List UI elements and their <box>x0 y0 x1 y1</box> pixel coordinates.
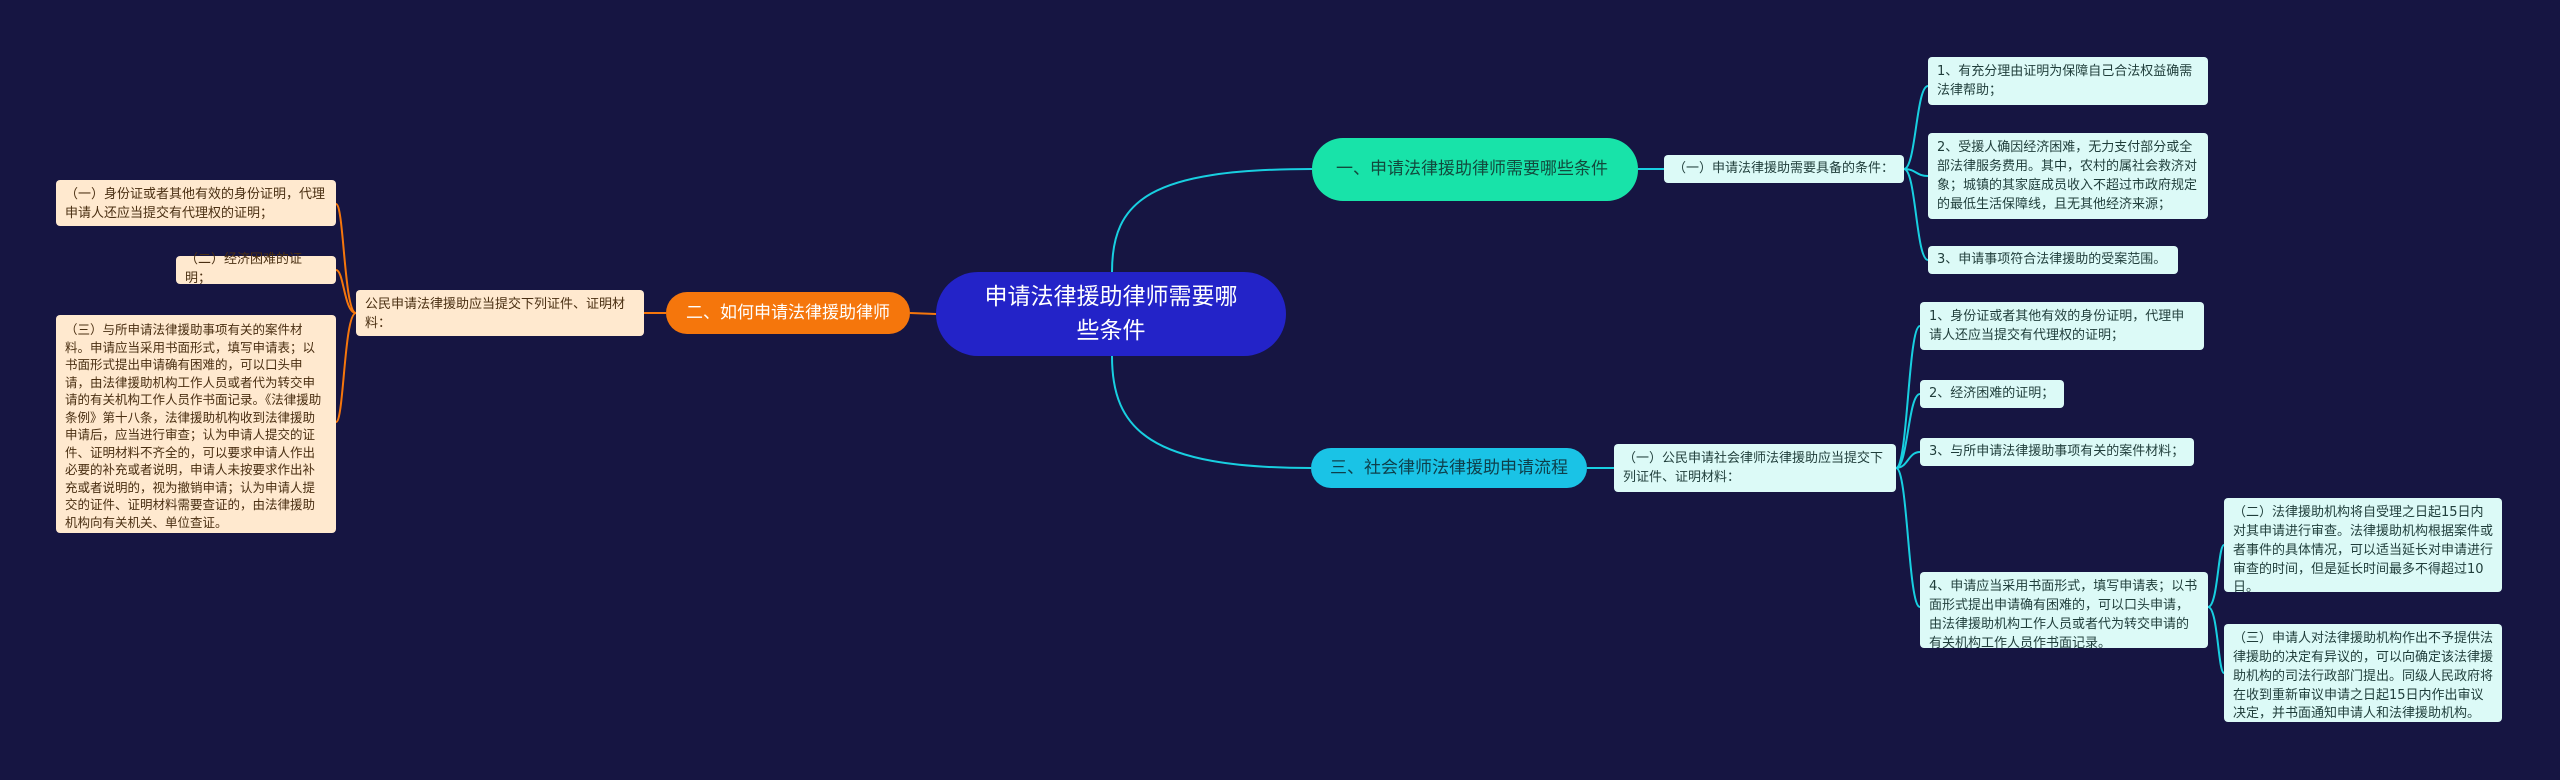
branch-1-topic[interactable]: 一、申请法律援助律师需要哪些条件 <box>1312 138 1638 201</box>
branch-2-leaf-3[interactable]: （三）与所申请法律援助事项有关的案件材料。申请应当采用书面形式，填写申请表；以书… <box>56 315 336 533</box>
branch-2-leaf-2-text: （二）经济困难的证明； <box>185 252 303 286</box>
branch-1-leaf-2-text: 2、受援人确因经济困难，无力支付部分或全部法律服务费用。其中，农村的属社会救济对… <box>1937 140 2198 212</box>
branch-3-subtopic-text: （一）公民申请社会律师法律援助应当提交下列证件、证明材料： <box>1623 451 1884 485</box>
branch-2-title: 二、如何申请法律援助律师 <box>686 302 890 323</box>
branch-3-leaf-4[interactable]: 4、申请应当采用书面形式，填写申请表；以书面形式提出申请确有困难的，可以口头申请… <box>1920 572 2208 651</box>
branch-1-leaf-3-text: 3、申请事项符合法律援助的受案范围。 <box>1937 251 2167 267</box>
branch-2-leaf-3-text: （三）与所申请法律援助事项有关的案件材料。申请应当采用书面形式，填写申请表；以书… <box>65 322 322 530</box>
branch-3-leaf-4-text: 4、申请应当采用书面形式，填写申请表；以书面形式提出申请确有困难的，可以口头申请… <box>1929 579 2198 651</box>
branch-1-leaf-1-text: 1、有充分理由证明为保障自己合法权益确需法律帮助； <box>1937 64 2193 98</box>
branch-2-topic[interactable]: 二、如何申请法律援助律师 <box>666 292 910 334</box>
branch-1-title: 一、申请法律援助律师需要哪些条件 <box>1336 159 1608 180</box>
branch-3-title: 三、社会律师法律援助申请流程 <box>1330 457 1568 478</box>
branch-3-subleaf-2[interactable]: （三）申请人对法律援助机构作出不予提供法律援助的决定有异议的，可以向确定该法律援… <box>2224 624 2502 722</box>
branch-2-leaf-1-text: （一）身份证或者其他有效的身份证明，代理申请人还应当提交有代理权的证明； <box>65 187 326 221</box>
branch-1-leaf-2[interactable]: 2、受援人确因经济困难，无力支付部分或全部法律服务费用。其中，农村的属社会救济对… <box>1928 133 2208 219</box>
branch-2-subtopic-text: 公民申请法律援助应当提交下列证件、证明材料： <box>365 297 626 331</box>
branch-3-leaf-3[interactable]: 3、与所申请法律援助事项有关的案件材料； <box>1920 438 2194 466</box>
root-topic[interactable]: 申请法律援助律师需要哪些条件 <box>936 272 1286 356</box>
branch-2-subtopic[interactable]: 公民申请法律援助应当提交下列证件、证明材料： <box>356 290 644 336</box>
branch-3-topic[interactable]: 三、社会律师法律援助申请流程 <box>1311 448 1587 488</box>
branch-1-subtopic[interactable]: （一）申请法律援助需要具备的条件： <box>1664 155 1904 183</box>
branch-2-leaf-1[interactable]: （一）身份证或者其他有效的身份证明，代理申请人还应当提交有代理权的证明； <box>56 180 336 226</box>
branch-3-subleaf-2-text: （三）申请人对法律援助机构作出不予提供法律援助的决定有异议的，可以向确定该法律援… <box>2233 631 2494 722</box>
branch-3-subleaf-1[interactable]: （二）法律援助机构将自受理之日起15日内对其申请进行审查。法律援助机构根据案件或… <box>2224 498 2502 596</box>
branch-1-leaf-3[interactable]: 3、申请事项符合法律援助的受案范围。 <box>1928 246 2178 274</box>
branch-3-subtopic[interactable]: （一）公民申请社会律师法律援助应当提交下列证件、证明材料： <box>1614 444 1896 492</box>
branch-1-subtopic-text: （一）申请法律援助需要具备的条件： <box>1673 160 1895 176</box>
branch-3-leaf-1-text: 1、身份证或者其他有效的身份证明，代理申请人还应当提交有代理权的证明； <box>1929 309 2185 343</box>
branch-3-leaf-2-text: 2、经济困难的证明； <box>1929 385 2055 401</box>
branch-3-leaf-1[interactable]: 1、身份证或者其他有效的身份证明，代理申请人还应当提交有代理权的证明； <box>1920 302 2204 350</box>
branch-2-leaf-2[interactable]: （二）经济困难的证明； <box>176 252 336 286</box>
branch-1-leaf-1[interactable]: 1、有充分理由证明为保障自己合法权益确需法律帮助； <box>1928 57 2208 105</box>
branch-3-leaf-3-text: 3、与所申请法律援助事项有关的案件材料； <box>1929 443 2185 459</box>
root-topic-text: 申请法律援助律师需要哪些条件 <box>984 283 1238 345</box>
branch-3-subleaf-1-text: （二）法律援助机构将自受理之日起15日内对其申请进行审查。法律援助机构根据案件或… <box>2233 505 2494 596</box>
branch-3-leaf-2[interactable]: 2、经济困难的证明； <box>1920 380 2064 408</box>
